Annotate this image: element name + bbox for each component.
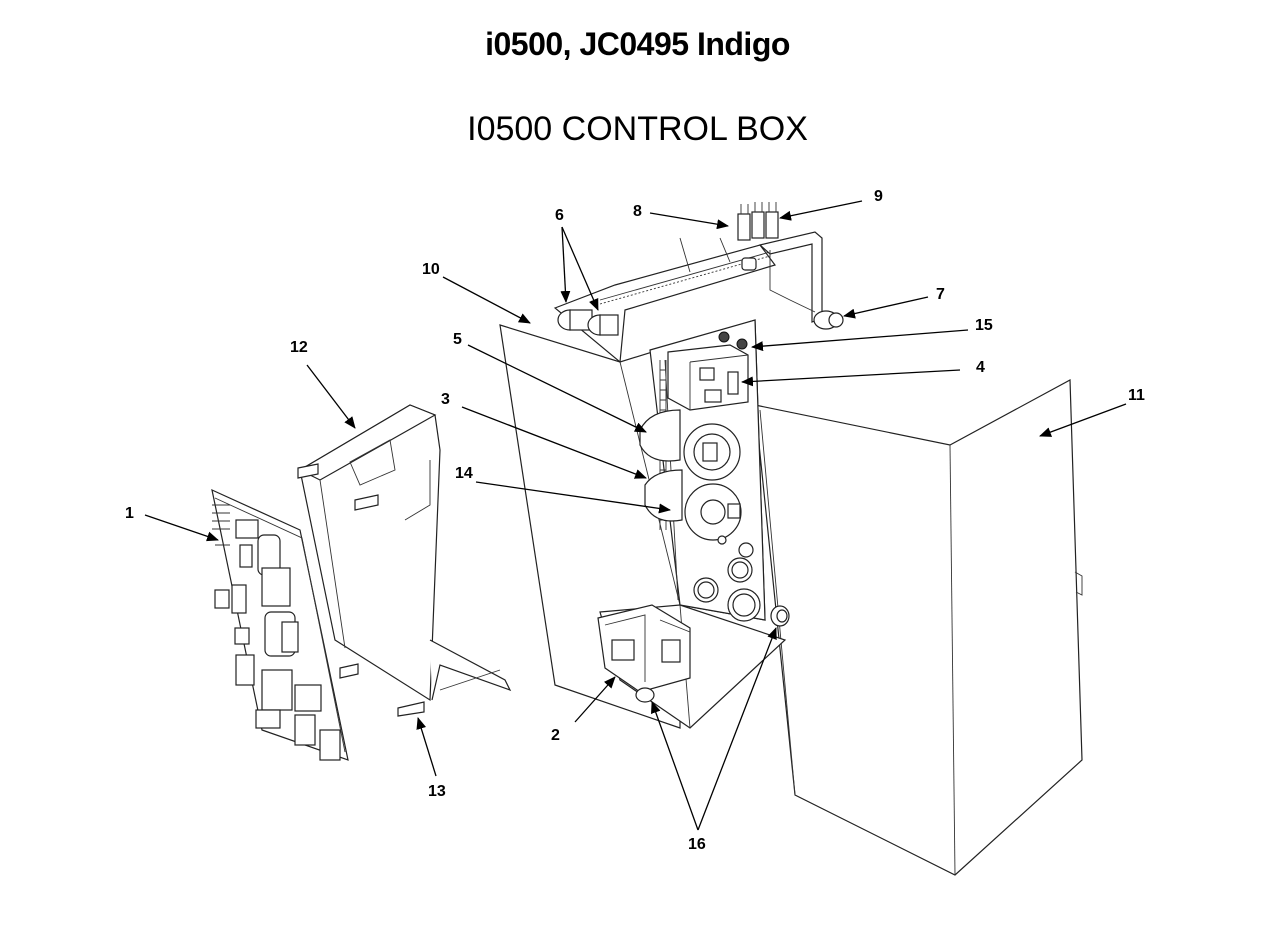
callout-10: 10 xyxy=(422,261,440,278)
part-8-9-connectors xyxy=(737,202,779,241)
part-12-mounting-plate xyxy=(298,404,512,702)
callout-labels: 1 2 3 4 5 6 7 8 9 10 11 12 13 14 15 16 xyxy=(125,188,1145,853)
callout-14: 14 xyxy=(455,465,473,482)
part-5-round-component xyxy=(639,409,741,481)
callout-8: 8 xyxy=(633,203,642,220)
part-16-grommets xyxy=(635,605,790,703)
callout-7: 7 xyxy=(936,286,945,303)
callout-1: 1 xyxy=(125,505,134,522)
callout-11: 11 xyxy=(1128,387,1145,404)
callout-5: 5 xyxy=(453,331,462,348)
right-cover-part xyxy=(754,379,1083,876)
part-13-screws xyxy=(297,463,425,717)
callout-3: 3 xyxy=(441,391,450,408)
part-2-terminal-block xyxy=(597,604,691,693)
part-4-relay xyxy=(667,344,749,411)
callout-15: 15 xyxy=(975,317,993,334)
callout-13: 13 xyxy=(428,783,446,800)
part-14-thermostat xyxy=(684,483,742,545)
document-title: i0500, JC0495 Indigo xyxy=(485,26,790,62)
callout-leader-lines xyxy=(144,200,1127,831)
part-6-capacitors xyxy=(557,309,619,336)
callout-16: 16 xyxy=(688,836,706,853)
callout-12: 12 xyxy=(290,339,308,356)
panel-knockouts xyxy=(693,542,761,622)
part-7-fitting xyxy=(813,310,844,330)
diagram-subtitle: I0500 CONTROL BOX xyxy=(467,110,808,148)
callout-6: 6 xyxy=(555,207,564,224)
callout-4: 4 xyxy=(976,359,985,376)
part-15-knobs xyxy=(718,331,748,350)
callout-2: 2 xyxy=(551,727,560,744)
part-1-circuit-board xyxy=(211,488,349,761)
callout-9: 9 xyxy=(874,188,883,205)
